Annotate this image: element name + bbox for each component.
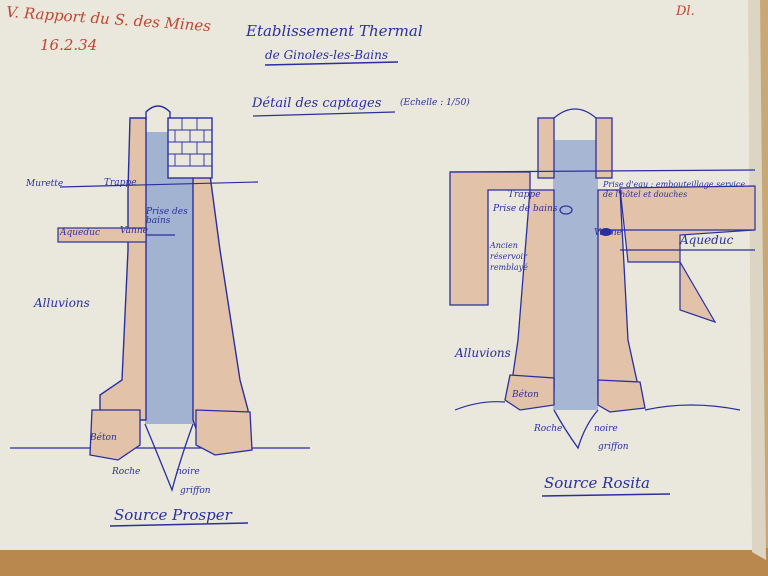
- griffon-crack: [144, 423, 194, 493]
- label-roche: Roche: [112, 467, 141, 477]
- title-line2: de Ginoles-les-Bains: [265, 48, 388, 62]
- ground-line: [454, 401, 741, 411]
- vanne-valve: [600, 228, 612, 236]
- pillar-right: [595, 117, 613, 179]
- beton-right: [195, 409, 253, 456]
- label-prise-eau: Prise d'eau : embouteillage service de l…: [603, 180, 746, 199]
- top-line: [449, 169, 756, 173]
- arch: [145, 105, 171, 120]
- water-column: [145, 132, 193, 424]
- desk-edge: [0, 548, 768, 576]
- label-prise-de-bains: Prise de bains: [493, 204, 558, 214]
- label-vanne: Vanne: [120, 226, 148, 236]
- label-alluvions: Alluvions: [34, 296, 90, 310]
- label-alluvions-right: Alluvions: [455, 346, 511, 360]
- water-column: [553, 140, 598, 410]
- source-rosita-drawing: [449, 108, 756, 450]
- arch: [553, 108, 597, 119]
- pillar-left: [537, 117, 555, 179]
- label-trappe-right: Trappe: [508, 190, 541, 200]
- caption-left-underline: [109, 522, 249, 527]
- label-beton: Béton: [90, 433, 117, 443]
- label-trappe: Trappe: [104, 178, 137, 188]
- left-wall: [99, 117, 147, 421]
- right-masonry: [619, 185, 756, 324]
- title-underline: [264, 61, 399, 66]
- beton-right: [597, 379, 646, 413]
- label-roche-right: Roche: [534, 424, 563, 434]
- label-ancien-reservoir: Ancien réservoir remblayé: [490, 241, 528, 272]
- source-prosper-drawing: [10, 105, 310, 493]
- murette-line: [59, 181, 259, 188]
- label-aqueduc-right: Aqueduc: [680, 233, 734, 247]
- label-prise-des-bains: Prise des bains: [146, 207, 188, 226]
- right-wall: [192, 174, 249, 441]
- label-beton-right: Béton: [512, 390, 539, 400]
- caption-source-rosita: Source Rosita: [544, 474, 650, 492]
- brick-head: [167, 117, 213, 179]
- subtitle: Détail des captages: [252, 96, 382, 111]
- title-line1: Etablissement Thermal: [246, 22, 423, 40]
- caption-source-prosper: Source Prosper: [114, 506, 232, 524]
- right-wall: [597, 189, 641, 399]
- label-griffon: griffon: [180, 486, 211, 496]
- scale: (Echelle : 1/50): [400, 98, 470, 108]
- subtitle-underline: [252, 111, 396, 117]
- label-murette: Murette: [26, 179, 64, 189]
- label-vanne-right: Vanne: [594, 228, 622, 238]
- paper-curl: [748, 0, 766, 560]
- label-aqueduc: Aqueduc: [60, 228, 100, 238]
- caption-right-underline: [541, 493, 671, 497]
- beton-left: [504, 374, 555, 411]
- beton-left: [89, 409, 141, 461]
- label-griffon-right: griffon: [598, 442, 629, 452]
- corner-mark: Dl.: [676, 4, 695, 19]
- annotation-date: 16.2.34: [40, 36, 98, 54]
- prise-valve: [559, 205, 573, 215]
- label-noire-right: noire: [594, 424, 618, 434]
- label-noire: noire: [176, 467, 200, 477]
- griffon-crack: [553, 409, 599, 450]
